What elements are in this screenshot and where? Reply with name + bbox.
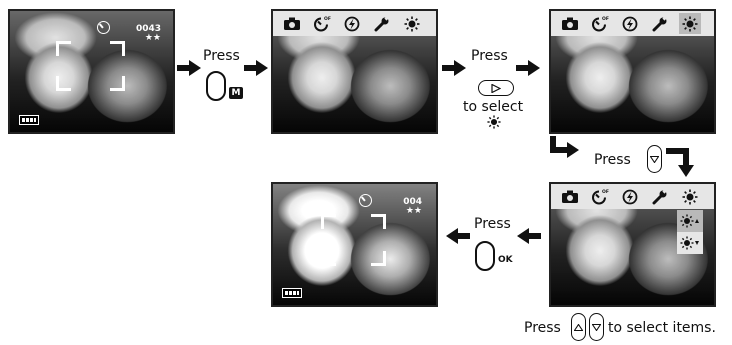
self-timer-off-icon[interactable]: OFF	[589, 186, 611, 207]
right-button[interactable]	[478, 80, 514, 96]
press-label: Press	[471, 48, 508, 64]
mode-key-badge: M	[229, 87, 243, 99]
focus-frame-corner	[371, 214, 386, 229]
arrow-left	[446, 228, 470, 244]
svg-text:OFF: OFF	[324, 16, 331, 22]
brightness-icon[interactable]	[401, 13, 423, 34]
arrow-elbow-down	[666, 148, 694, 177]
quality-stars: ★★	[405, 206, 422, 216]
focus-frame-corner	[110, 41, 125, 56]
focus-frame-corner	[56, 41, 71, 56]
ok-button[interactable]	[475, 241, 495, 271]
brightness-icon[interactable]	[679, 13, 701, 34]
triangle-up-icon	[574, 323, 583, 331]
camera-icon[interactable]	[559, 13, 581, 34]
camera-icon[interactable]	[281, 13, 303, 34]
shot-counter: 004 ★★	[403, 198, 422, 216]
flash-icon[interactable]	[341, 13, 363, 34]
mode-button[interactable]	[206, 71, 226, 101]
shot-counter-value: 004	[403, 197, 422, 207]
menu-screen-brightness-submenu: OFF	[549, 182, 716, 307]
menu-bar: OFF	[551, 11, 714, 36]
self-timer-icon	[97, 21, 110, 34]
arrow-left	[517, 228, 541, 244]
quality-stars: ★★	[144, 33, 161, 43]
brightness-down-icon[interactable]	[677, 232, 703, 254]
arrow-right	[516, 60, 540, 76]
self-timer-icon	[359, 194, 372, 207]
svg-text:OFF: OFF	[602, 189, 609, 195]
battery-icon	[19, 115, 39, 125]
focus-frame-corner	[371, 251, 386, 266]
viewfinder-screen-start: 0043 ★★	[8, 9, 175, 134]
up-button[interactable]	[571, 313, 586, 341]
press-label: Press	[524, 320, 561, 336]
camera-icon[interactable]	[559, 186, 581, 207]
triangle-down-icon	[650, 155, 659, 163]
to-select-label: to select	[463, 99, 524, 115]
menu-screen-brightness-selected: OFF	[549, 9, 716, 134]
flash-icon[interactable]	[619, 13, 641, 34]
self-timer-off-icon[interactable]: OFF	[589, 13, 611, 34]
focus-frame-corner	[321, 251, 336, 266]
preview-photo	[10, 11, 173, 132]
menu-screen: OFF	[271, 9, 438, 134]
viewfinder-screen-result: 004 ★★	[271, 182, 438, 307]
wrench-icon[interactable]	[649, 13, 671, 34]
brightness-up-icon[interactable]	[677, 210, 703, 232]
shot-counter-value: 0043	[135, 24, 161, 34]
wrench-icon[interactable]	[649, 186, 671, 207]
flash-icon[interactable]	[619, 186, 641, 207]
focus-frame-corner	[321, 214, 336, 229]
wrench-icon[interactable]	[371, 13, 393, 34]
triangle-down-icon	[592, 323, 601, 331]
down-button[interactable]	[647, 145, 662, 173]
brightness-icon	[487, 115, 501, 133]
press-label: Press	[203, 48, 240, 64]
self-timer-off-icon[interactable]: OFF	[311, 13, 333, 34]
arrow-right	[177, 60, 201, 76]
battery-icon	[282, 288, 302, 298]
focus-frame-corner	[110, 76, 125, 91]
press-label: Press	[474, 216, 511, 232]
shot-counter: 0043 ★★	[136, 25, 161, 43]
preview-photo-brightened	[273, 184, 436, 305]
arrow-elbow-right	[550, 136, 579, 158]
arrow-right	[244, 60, 268, 76]
arrow-right	[442, 60, 466, 76]
svg-text:OFF: OFF	[602, 16, 609, 22]
focus-frame-corner	[56, 76, 71, 91]
menu-bar: OFF	[273, 11, 436, 36]
menu-bar: OFF	[551, 184, 714, 209]
press-label: Press	[594, 152, 631, 168]
play-right-icon	[491, 83, 501, 93]
down-button[interactable]	[589, 313, 604, 341]
select-items-caption: to select items.	[608, 320, 716, 336]
ok-key-label: OK	[498, 255, 513, 265]
brightness-submenu	[677, 210, 703, 254]
brightness-icon[interactable]	[679, 186, 701, 207]
